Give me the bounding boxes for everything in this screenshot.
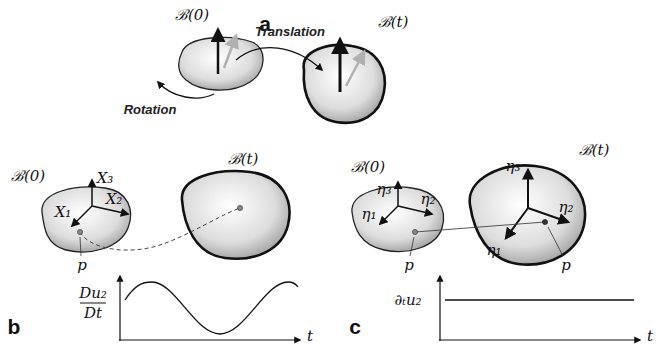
particle bbox=[413, 230, 418, 235]
point-label: p bbox=[561, 257, 571, 274]
axis-label: η₂ bbox=[559, 199, 574, 216]
body-label: ℬ(t) bbox=[228, 151, 259, 168]
orientation-arrow bbox=[339, 40, 342, 92]
motion-label: Rotation bbox=[124, 103, 177, 117]
translation-arrow bbox=[236, 48, 322, 70]
body-label: ℬ(0) bbox=[351, 159, 385, 176]
axis-label: η₂ bbox=[421, 191, 436, 208]
axis-label: η₃ bbox=[506, 158, 521, 175]
axis-label: X₂ bbox=[106, 191, 123, 208]
axis-arrow bbox=[397, 182, 399, 206]
panel-letter: c bbox=[349, 315, 361, 338]
body-label: ℬ(t) bbox=[579, 142, 610, 159]
rotation-arrow bbox=[158, 82, 214, 98]
particle-link bbox=[415, 222, 545, 232]
sine-curve bbox=[125, 282, 298, 334]
axis-arrow bbox=[91, 180, 93, 206]
plot-axis bbox=[119, 276, 120, 341]
leader-line bbox=[410, 237, 414, 256]
plot-axis bbox=[439, 339, 640, 340]
body-label: ℬ(0) bbox=[11, 168, 45, 185]
axis-arrow bbox=[72, 206, 92, 226]
orientation-arrow bbox=[217, 30, 220, 74]
panel-letter: b bbox=[8, 315, 21, 338]
fraction-bar bbox=[80, 303, 106, 304]
orientation-arrow-ghost bbox=[346, 52, 364, 86]
axis-arrow bbox=[506, 208, 528, 238]
body-current bbox=[304, 45, 385, 123]
plot-axis bbox=[439, 276, 440, 341]
derivative-label: Dt bbox=[84, 305, 102, 322]
particle bbox=[543, 220, 548, 225]
axis-label: t bbox=[307, 328, 313, 345]
axis-label: η₁ bbox=[362, 206, 377, 223]
orientation-arrow-ghost bbox=[224, 36, 236, 68]
leader-line bbox=[80, 237, 81, 256]
axis-label: X₁ bbox=[55, 204, 72, 221]
body-current bbox=[470, 165, 585, 264]
particle bbox=[78, 230, 83, 235]
axis-arrow bbox=[380, 206, 398, 224]
axis-label: t bbox=[647, 328, 653, 345]
derivative-label: Du₂ bbox=[79, 285, 107, 302]
axis-label: η₃ bbox=[377, 181, 392, 198]
leader-line bbox=[548, 227, 563, 256]
motion-label: Translation bbox=[255, 25, 325, 39]
axis-label: η₁ bbox=[487, 242, 502, 259]
constant-line bbox=[445, 299, 634, 300]
plot-axis bbox=[119, 339, 300, 340]
body-label: ℬ(t) bbox=[378, 14, 409, 31]
body-initial bbox=[42, 187, 131, 252]
point-label: p bbox=[77, 257, 87, 274]
particle bbox=[238, 206, 243, 211]
axis-arrow bbox=[527, 170, 529, 208]
body-label: ℬ(0) bbox=[175, 7, 209, 24]
body-current bbox=[182, 171, 290, 259]
body-initial bbox=[179, 37, 263, 90]
axis-label: X₃ bbox=[97, 170, 114, 187]
derivative-label: ∂ₜu₂ bbox=[394, 292, 421, 309]
particle-path bbox=[80, 208, 240, 250]
point-label: p bbox=[404, 257, 414, 274]
